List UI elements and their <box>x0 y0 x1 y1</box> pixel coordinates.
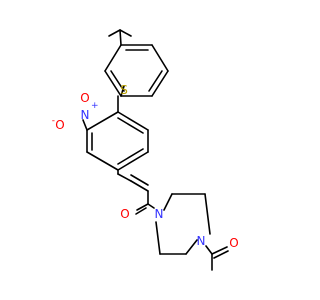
atom-labels: S N + O O - O N N O <box>52 83 239 250</box>
bond-ring1-c <box>151 70 169 97</box>
bond-ring2-d-inner <box>117 148 144 165</box>
bond-ring1-b <box>151 44 169 72</box>
bond-carbonyl-to-n <box>147 203 155 209</box>
molecule-structure-diagram: S N + O O - O N N O <box>0 0 300 300</box>
atom-carbonyl-oxygen: O <box>120 207 129 221</box>
bond-isopropyl-ch3-left <box>108 29 121 37</box>
bond-ring2-a <box>86 111 119 131</box>
bond-vinyl-2-inner <box>130 174 149 186</box>
atom-piperazine-nitrogen-1: N <box>155 207 164 221</box>
atom-nitro-oxygen-top: O <box>80 91 89 105</box>
bond-ring1-f <box>104 44 122 72</box>
atom-nitro-oxygen-minus: O <box>55 118 64 132</box>
atom-acetyl-oxygen: O <box>229 236 238 250</box>
bond-pip-f <box>155 221 161 255</box>
bond-ring1-e <box>104 70 122 97</box>
atom-nitro-nitrogen: N <box>81 108 90 122</box>
bond-ring2-f-inner <box>117 117 144 134</box>
bond-ring1-c-inner <box>148 70 163 92</box>
bond-pip-d <box>185 239 198 255</box>
bond-isopropyl-to-ring <box>119 29 122 46</box>
bond-ring2-to-nitro <box>82 119 88 131</box>
bonds <box>82 29 229 271</box>
canvas-background <box>0 0 300 300</box>
bond-isopropyl-ch3-right <box>119 29 132 37</box>
bond-carbonyl-co-2 <box>135 207 147 215</box>
bond-acetyl-co-2 <box>213 250 229 259</box>
bond-vinyl-2 <box>130 180 149 192</box>
bond-carbonyl-co-1 <box>136 203 149 211</box>
bond-ring1-to-s <box>120 85 125 97</box>
bond-acetyl-co-1 <box>211 246 228 255</box>
bond-ring1-e-inner <box>110 70 125 92</box>
bond-n-to-acetyl <box>205 245 213 255</box>
atom-sulfur: S <box>120 83 128 97</box>
bond-vinyl-1 <box>117 173 132 182</box>
atom-piperazine-nitrogen-4: N <box>197 234 206 248</box>
bond-ring2-f <box>117 111 149 131</box>
bond-ring2-c <box>86 151 119 171</box>
nitro-nitrogen-charge: + <box>91 101 99 111</box>
bond-ring2-d <box>117 151 149 171</box>
bond-pip-a <box>163 193 173 211</box>
bond-pip-c <box>204 193 211 235</box>
nitro-oxygen-charge: - <box>52 116 55 126</box>
